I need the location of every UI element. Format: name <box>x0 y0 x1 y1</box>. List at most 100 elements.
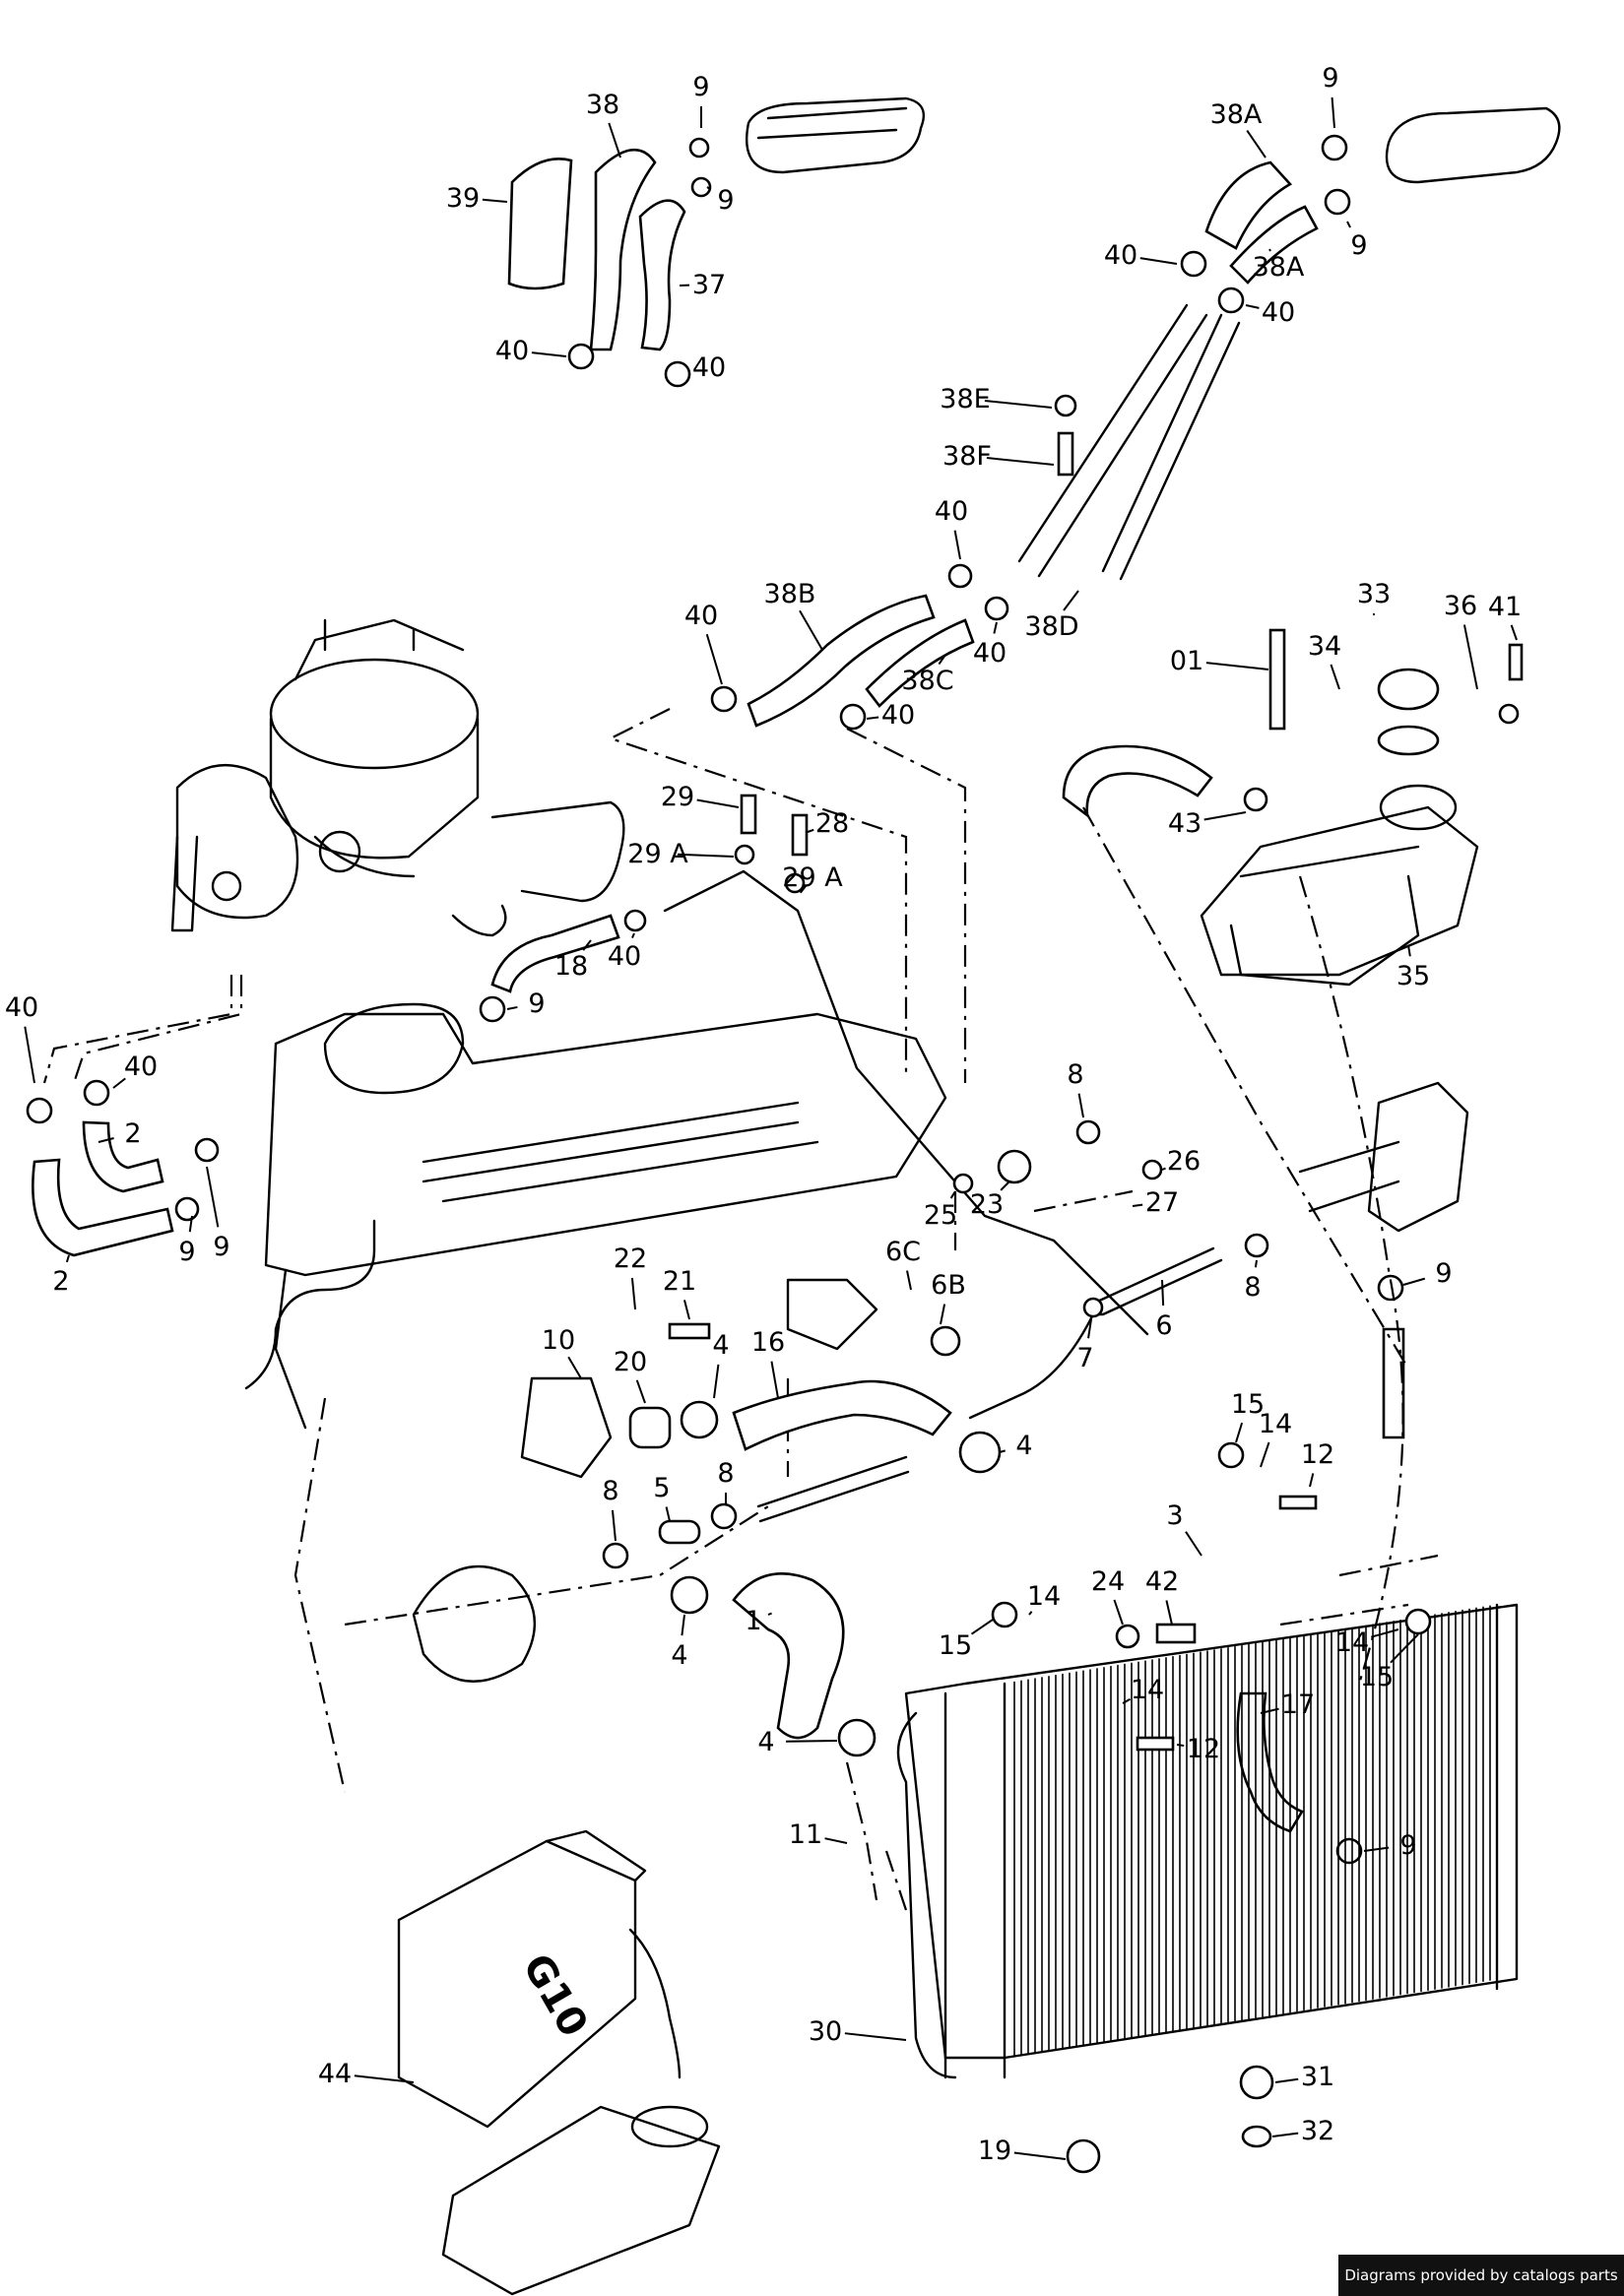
leader-p38D <box>1063 590 1079 611</box>
leader-p12a <box>1309 1473 1315 1488</box>
bolt-12b <box>1136 1736 1175 1752</box>
hose-2-right <box>82 1120 164 1193</box>
part-label-p4c: 4 <box>671 1640 687 1671</box>
part-label-p8d: 8 <box>717 1458 734 1489</box>
part-label-p9i: 9 <box>1399 1830 1416 1861</box>
hose-16 <box>732 1379 952 1451</box>
leader-p40h <box>866 716 879 720</box>
leader-p12b <box>1176 1744 1185 1748</box>
ring-25 <box>952 1173 974 1194</box>
part-label-p12a: 12 <box>1301 1439 1334 1470</box>
part-label-p6B: 6B <box>931 1270 966 1301</box>
part-label-p18: 18 <box>554 951 588 982</box>
leader-p15c <box>1390 1633 1419 1664</box>
leader-p17 <box>1260 1707 1279 1714</box>
part-label-p15a: 15 <box>1231 1389 1265 1420</box>
coolant-container-44 <box>397 1829 721 2296</box>
part-label-p40i: 40 <box>608 941 641 972</box>
part-label-p40h: 40 <box>881 700 915 731</box>
drain-plug-19 <box>1066 2138 1101 2174</box>
leader-p21 <box>682 1300 690 1320</box>
washer-29A-2 <box>784 872 806 894</box>
leader-p9d <box>1346 221 1351 228</box>
clamp-9-l1 <box>194 1137 220 1163</box>
part-label-p19: 19 <box>978 2136 1011 2166</box>
clamp-9-17 <box>1335 1837 1363 1865</box>
fitting-23 <box>997 1149 1032 1184</box>
coolant-pipe-6-group <box>663 794 1269 1420</box>
part-label-p38E: 38E <box>940 384 990 415</box>
part-label-p31: 31 <box>1301 2062 1334 2092</box>
part-label-p15b: 15 <box>939 1630 972 1661</box>
screw-26 <box>1141 1159 1163 1180</box>
part-label-p9d: 9 <box>1350 230 1367 261</box>
part-label-p7: 7 <box>1076 1343 1093 1373</box>
leader-p18 <box>582 939 592 951</box>
clamp-4-bottom <box>837 1718 877 1757</box>
leader-p32 <box>1271 2132 1299 2137</box>
nut-15a <box>1217 1441 1245 1469</box>
clamp-9-l2 <box>174 1196 200 1222</box>
leader-p22 <box>630 1277 636 1310</box>
leader-p40f <box>993 621 998 634</box>
hose-9-right <box>1382 1327 1405 1439</box>
part-label-p35: 35 <box>1397 961 1430 991</box>
hose-2-left <box>32 1158 174 1257</box>
leader-p38F <box>986 457 1055 466</box>
carburetor <box>170 618 625 937</box>
washer-36 <box>1498 703 1520 725</box>
heater-valve-group <box>1217 1081 1469 1865</box>
leader-p4b <box>999 1449 1007 1453</box>
part-label-p1: 1 <box>745 1606 761 1636</box>
gasket-34 <box>1377 725 1440 756</box>
part-label-p38: 38 <box>586 90 619 120</box>
leader-p9b <box>706 186 711 190</box>
radiator <box>896 1601 1519 2174</box>
hose-38A-upper <box>1204 160 1293 250</box>
hose-17 <box>1236 1691 1304 1833</box>
leader-p16 <box>770 1361 779 1399</box>
hose-38A-lower <box>1229 205 1319 285</box>
leader-p40e <box>953 530 961 560</box>
part-label-p41: 41 <box>1488 592 1522 622</box>
bolt-12a <box>1278 1495 1318 1510</box>
part-label-p34: 34 <box>1308 631 1341 662</box>
hose-group-38B-38C <box>710 563 1009 731</box>
pipe-38D-long <box>1017 303 1241 581</box>
clamp-40-left <box>567 343 595 370</box>
clamp-40-18 <box>623 909 647 932</box>
leader-p9h <box>1402 1277 1426 1286</box>
part-label-p28: 28 <box>815 808 849 839</box>
clamp-4-upper <box>680 1400 719 1439</box>
part-label-p27: 27 <box>1145 1187 1179 1218</box>
leader-p4d <box>785 1740 838 1743</box>
hose-37 <box>638 199 686 351</box>
pipe-29A-line <box>663 869 1149 1336</box>
hose-42 <box>1155 1623 1197 1644</box>
plug-6B <box>930 1325 961 1357</box>
clamp-8-mid <box>1244 1233 1269 1258</box>
part-label-p26: 26 <box>1167 1146 1201 1177</box>
part-label-p3: 3 <box>1166 1500 1183 1531</box>
leader-p38 <box>608 122 621 159</box>
leader-p29A1 <box>677 853 735 858</box>
leader-p31 <box>1274 2077 1299 2083</box>
leader-p6C <box>906 1270 912 1291</box>
part-label-p12b: 12 <box>1187 1734 1220 1764</box>
mount-31 <box>1239 2065 1274 2100</box>
leader-p41 <box>1510 624 1518 641</box>
part-label-p10: 10 <box>542 1325 575 1356</box>
switch-28 <box>791 813 809 857</box>
part-label-p29: 29 <box>661 782 694 812</box>
leader-p40g <box>705 633 723 685</box>
leader-p14d <box>1122 1697 1132 1704</box>
part-label-p29A2: 29 A <box>782 862 843 893</box>
leader-p4a <box>713 1364 720 1399</box>
pipe-6 <box>968 1246 1223 1420</box>
leader-p29A2 <box>799 885 807 894</box>
leader-p39 <box>482 198 508 203</box>
part-label-p9e: 9 <box>528 989 545 1019</box>
part-label-p42: 42 <box>1145 1566 1179 1597</box>
part-label-p8c: 8 <box>602 1476 618 1506</box>
